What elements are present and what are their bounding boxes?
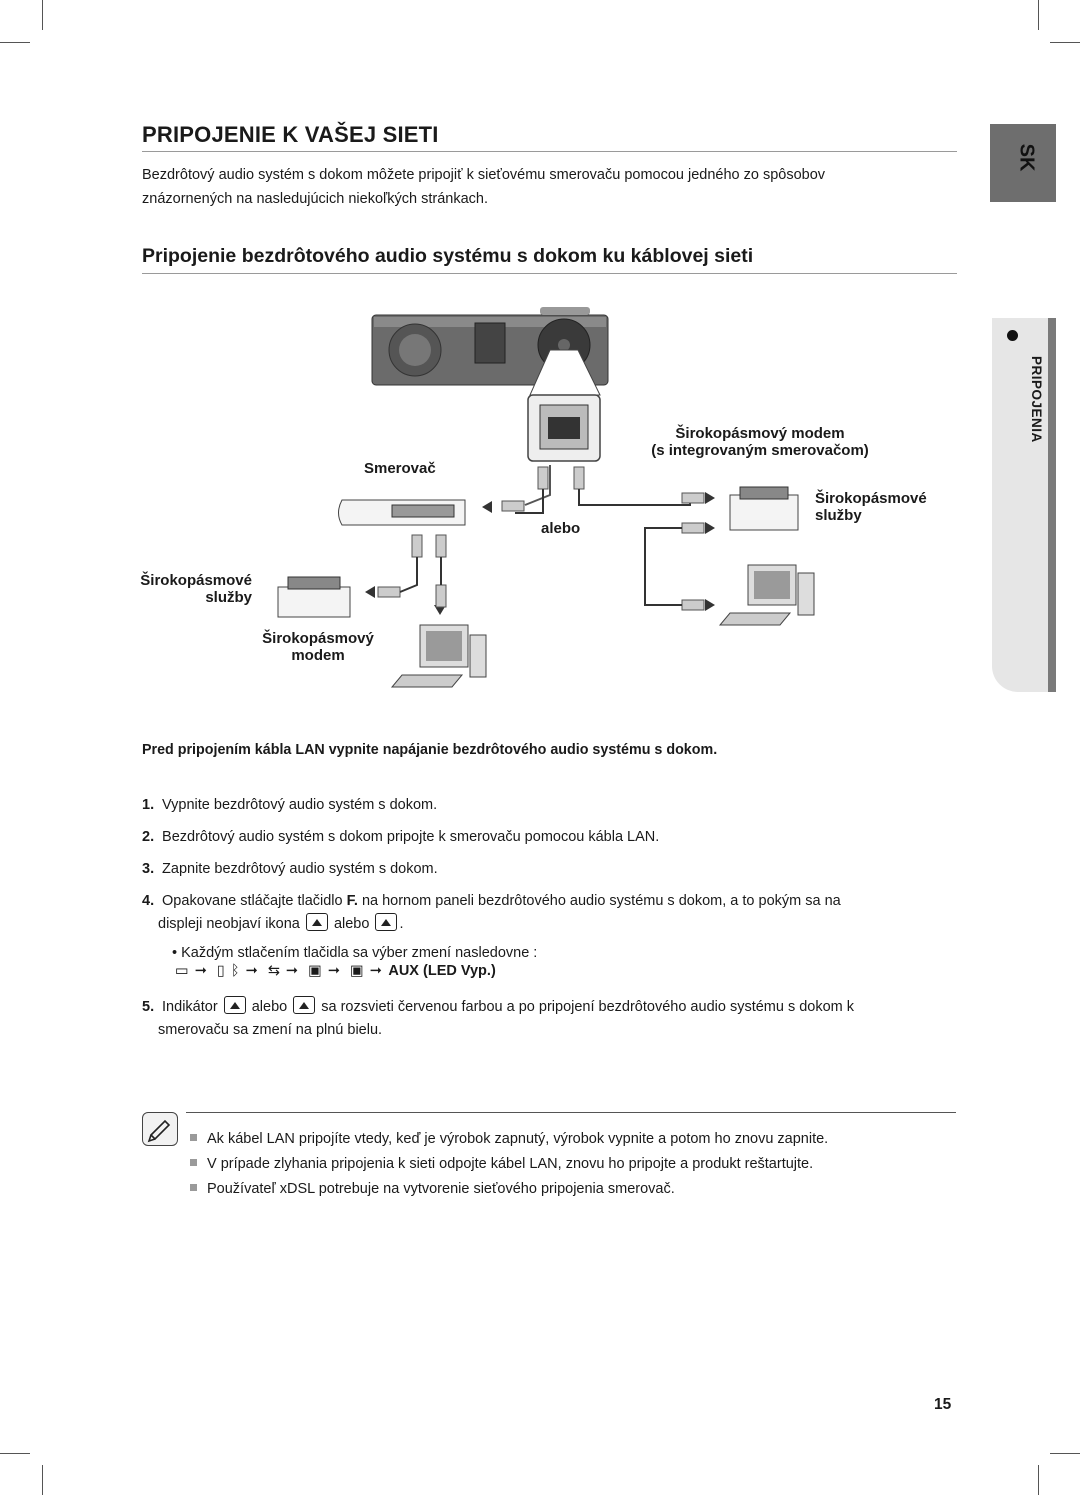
- page-title: PRIPOJENIE K VAŠEJ SIETI: [142, 122, 439, 147]
- step-2: 2. Bezdrôtový audio systém s dokom pripo…: [142, 829, 660, 845]
- section-title: Pripojenie bezdrôtového audio systému s …: [142, 245, 754, 267]
- pencil-note-icon: [142, 1112, 178, 1146]
- warning-text: Pred pripojením kábla LAN vypnite napája…: [142, 742, 718, 758]
- step-3: 3. Zapnite bezdrôtový audio systém s dok…: [142, 861, 438, 877]
- computer-left: [390, 624, 487, 688]
- crop-mark: [1050, 1453, 1080, 1454]
- intro-text: Bezdrôtový audio systém s dokom môžete p…: [142, 167, 826, 207]
- label-modem-router: Širokopásmový modem (s integrovaným smer…: [651, 425, 869, 459]
- label-services-right: Širokopásmové služby: [815, 490, 927, 524]
- phone-icon: ▯: [216, 963, 225, 979]
- step-1: 1. Vypnite bezdrôtový audio systém s dok…: [142, 797, 438, 813]
- page-number: 15: [934, 1396, 952, 1413]
- note-rule: [186, 1112, 956, 1113]
- modem-left: [277, 576, 351, 618]
- network-diagram: [277, 307, 815, 688]
- modem-right: [729, 486, 799, 531]
- mode-sequence: ▭➞ ▯ᛒ➞ ⇆➞ ▣➞ ▣➞ AUX (LED Vyp.): [175, 963, 496, 979]
- chapter-label: PRIPOJENIA: [1029, 356, 1044, 443]
- arrow-icon: ➞: [285, 963, 299, 979]
- arrow-icon: ➞: [245, 963, 258, 979]
- allshare-icon: [293, 996, 316, 1014]
- title-rule: [142, 151, 957, 152]
- note-item: Používateľ xDSL potrebuje na vytvorenie …: [190, 1178, 675, 1200]
- label-or: alebo: [541, 520, 581, 537]
- step-4-bullet: • Každým stlačením tlačidla sa výber zme…: [172, 945, 538, 961]
- bluetooth-icon: ᛒ: [230, 963, 240, 979]
- step-5: 5. Indikátor alebo sa rozsvieti červenou…: [142, 996, 962, 1042]
- label-modem-left: Širokopásmový modem: [262, 630, 374, 664]
- tv-icon: ▭: [175, 963, 189, 979]
- crop-mark: [42, 0, 43, 30]
- crop-mark: [1050, 42, 1080, 43]
- crop-mark: [42, 1465, 43, 1495]
- chapter-tab: PRIPOJENIA: [992, 318, 1056, 692]
- allshare-icon: ▣: [350, 963, 364, 979]
- label-router: Smerovač: [364, 460, 436, 477]
- crop-mark: [0, 1453, 30, 1454]
- router-device: [338, 499, 466, 526]
- arrow-icon: ➞: [369, 963, 382, 979]
- note-item: V prípade zlyhania pripojenia k sieti od…: [190, 1153, 813, 1175]
- section-rule: [142, 273, 957, 274]
- crop-mark: [0, 42, 30, 43]
- airplay-icon: [305, 913, 328, 931]
- airplay-icon: [223, 996, 246, 1014]
- crop-mark: [1038, 0, 1039, 30]
- computer-right: [718, 564, 815, 626]
- crop-mark: [1038, 1465, 1039, 1495]
- language-tab: SK: [990, 124, 1056, 202]
- usb-icon: ⇆: [267, 963, 280, 979]
- arrow-icon: ➞: [194, 963, 207, 979]
- airplay-icon: ▣: [308, 963, 322, 979]
- step-4: 4. Opakovane stláčajte tlačidlo F. na ho…: [142, 893, 841, 932]
- allshare-icon: [375, 913, 398, 931]
- note-item: Ak kábel LAN pripojíte vtedy, keď je výr…: [190, 1128, 828, 1150]
- label-services-left: Širokopásmové služby: [140, 572, 252, 606]
- arrow-icon: ➞: [327, 963, 340, 979]
- bullet-icon: [1007, 330, 1018, 341]
